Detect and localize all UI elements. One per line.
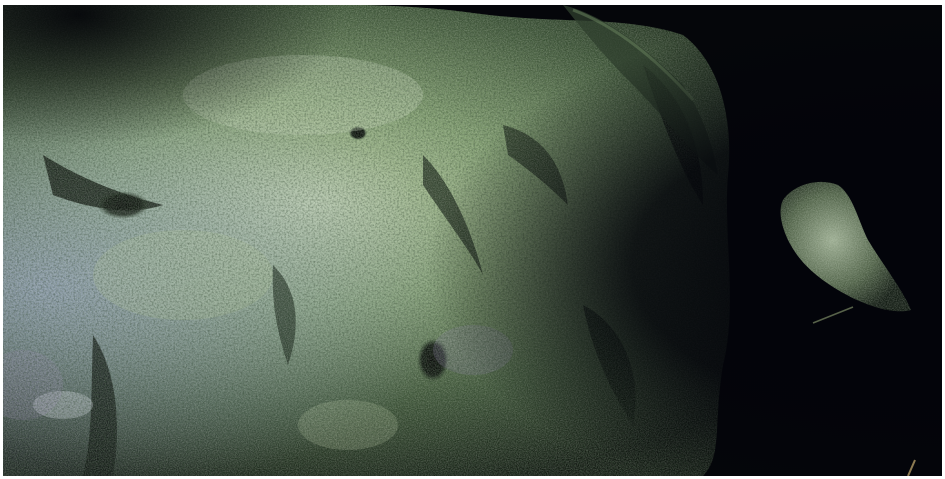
root-fragment xyxy=(907,459,916,476)
detached-rock-fragment xyxy=(780,181,911,324)
photo-frame xyxy=(3,5,942,476)
rock-surface-photo xyxy=(3,5,942,476)
